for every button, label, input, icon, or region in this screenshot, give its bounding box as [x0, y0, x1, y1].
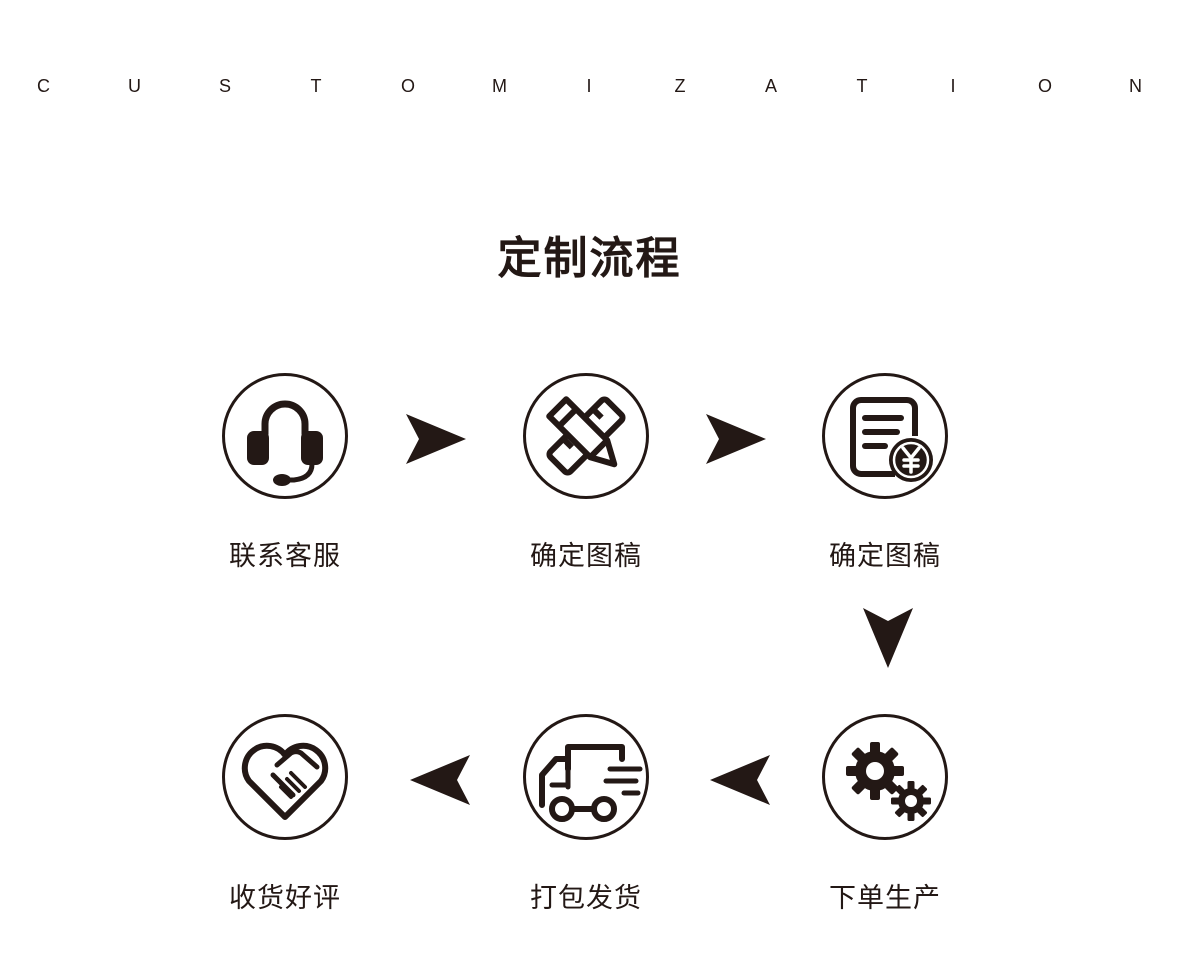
step-shipping — [523, 714, 649, 840]
banner-letter: T — [856, 75, 868, 96]
banner-letter: Z — [674, 75, 686, 96]
step-contact-service — [222, 373, 348, 499]
banner-letter: N — [1129, 75, 1142, 96]
banner-letter: I — [950, 75, 956, 96]
banner-letter: I — [586, 75, 592, 96]
banner-letter: T — [310, 75, 322, 96]
step-confirm-quote — [822, 373, 948, 499]
arrow-left-icon — [710, 755, 770, 805]
step-review — [222, 714, 348, 840]
delivery-truck-icon — [539, 744, 643, 822]
headset-icon — [247, 400, 323, 486]
step-label-production: 下单生产 — [829, 883, 941, 914]
banner-letter: M — [492, 75, 507, 96]
step-label-contact-service: 联系客服 — [229, 541, 341, 572]
banner-letter: O — [1038, 75, 1053, 96]
banner-letter: S — [219, 75, 232, 96]
customization-banner: C U S T O M I Z A T I O N — [37, 74, 1142, 98]
step-label-confirm-quote: 确定图稿 — [829, 541, 941, 572]
arrow-left-icon — [410, 755, 470, 805]
banner-letter: C — [37, 75, 50, 96]
step-label-shipping: 打包发货 — [530, 883, 642, 914]
step-label-review: 收货好评 — [229, 883, 341, 914]
gears-icon — [846, 742, 931, 821]
arrow-down-icon — [863, 608, 913, 668]
arrow-right-icon — [406, 414, 466, 464]
pencil-ruler-icon — [546, 396, 626, 476]
arrow-right-icon — [706, 414, 766, 464]
step-label-confirm-design: 确定图稿 — [530, 541, 642, 572]
invoice-yuan-icon — [850, 397, 933, 482]
step-production — [822, 714, 948, 840]
step-confirm-design — [523, 373, 649, 499]
page-title: 定制流程 — [497, 233, 682, 284]
banner-letter: U — [128, 75, 141, 96]
banner-letter: O — [401, 75, 416, 96]
banner-letter: A — [765, 75, 778, 96]
heart-handshake-icon — [241, 742, 329, 820]
